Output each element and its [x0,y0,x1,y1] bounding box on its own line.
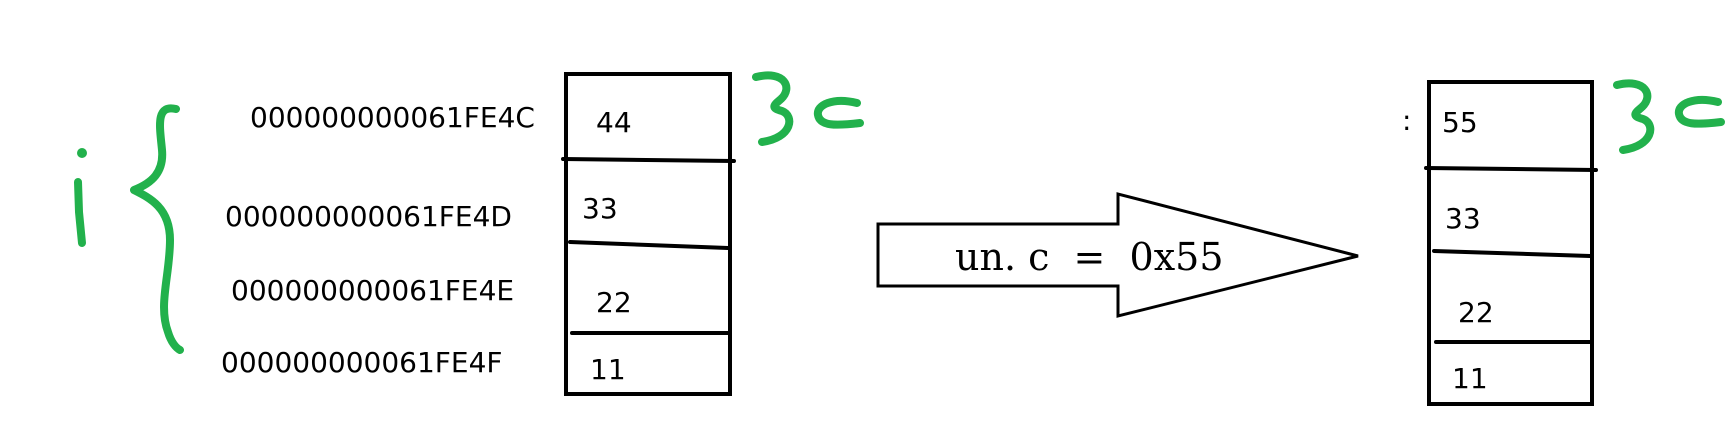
right-divider-1 [1424,166,1598,172]
handwritten-c-left [813,96,864,129]
union-member-i-annotation [74,104,184,354]
address-label-3: 000000000061FE4F [221,346,503,379]
address-label-0: 000000000061FE4C [250,101,535,134]
address-label-1: 000000000061FE4D [225,200,512,233]
operation-label: un. c = 0x55 [955,235,1224,279]
right-cell-2: 22 [1458,296,1494,329]
left-cell-2: 22 [596,286,632,319]
union-member-c-annotation-left [752,71,864,146]
right-brace-c-left [752,71,794,146]
left-cell-3: 11 [590,353,626,386]
right-cell-1: 33 [1445,202,1481,235]
left-memory-block: 44 33 22 11 [561,72,736,396]
curly-brace [130,104,184,354]
union-member-c-annotation-right [1613,79,1725,154]
assignment-arrow: un. c = 0x55 [876,192,1359,318]
stray-colon-mark: : [1402,104,1411,137]
address-label-2: 000000000061FE4E [231,274,514,307]
left-divider-2 [568,240,730,250]
right-divider-2 [1432,249,1592,258]
handwritten-i-stem [74,178,86,247]
right-cell-3: 11 [1452,362,1488,395]
right-cell-0: 55 [1442,106,1478,139]
handwritten-c-right [1674,95,1725,128]
right-brace-c-right [1613,79,1655,154]
arrow-shape [876,192,1359,318]
handwritten-i-dot [77,148,87,158]
left-divider-1 [561,157,736,163]
right-memory-frame [1427,80,1594,406]
right-memory-block: : 55 33 22 11 [1402,80,1598,406]
left-cell-0: 44 [596,106,632,139]
address-labels: 000000000061FE4C 000000000061FE4D 000000… [221,101,535,379]
left-cell-1: 33 [582,192,618,225]
left-memory-frame [564,72,732,396]
